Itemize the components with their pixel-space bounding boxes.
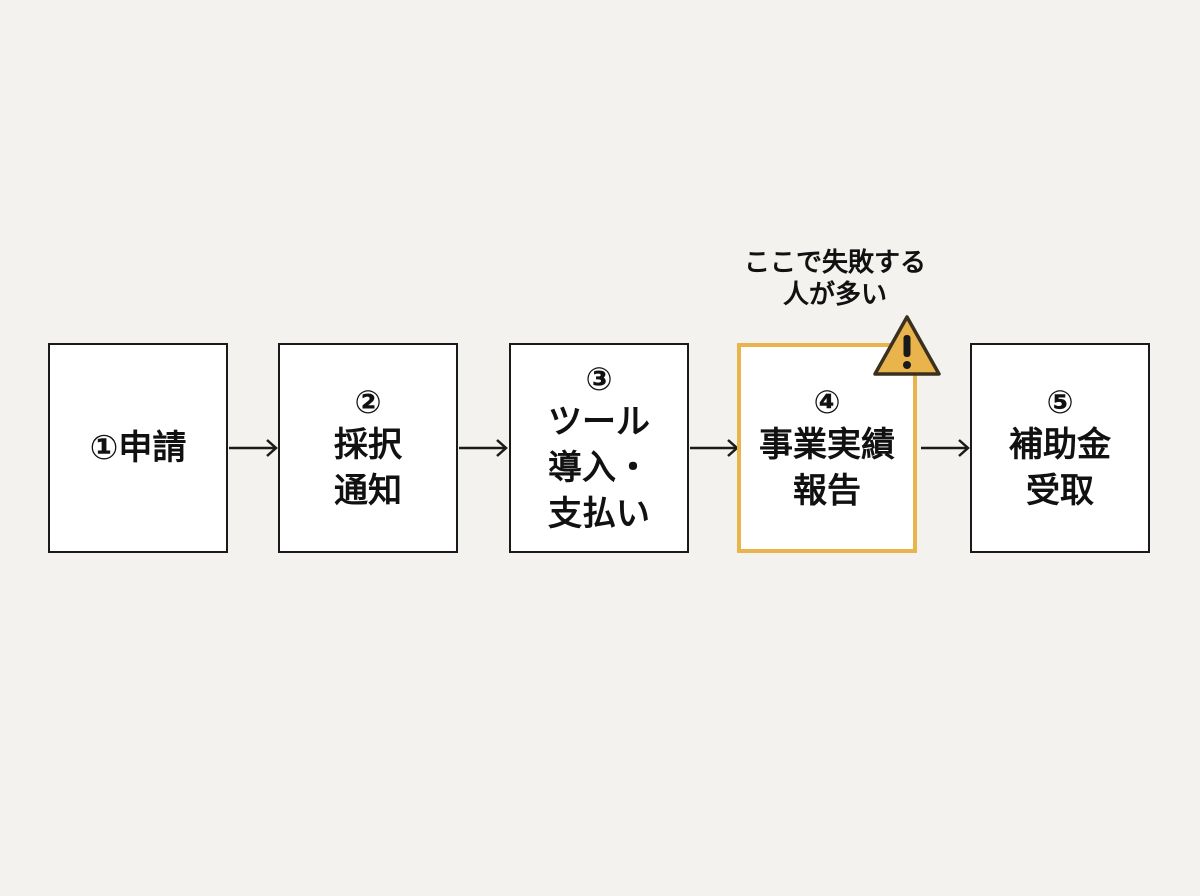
step-3-line-2: 導入・	[548, 448, 650, 488]
step-5-box: ⑤ 補助金 受取	[970, 343, 1150, 553]
arrow-4-5	[921, 439, 970, 457]
step-5-line-2: 受取	[1026, 471, 1094, 511]
step-3-line-1: ツール	[548, 402, 650, 442]
step-1-title: 申請	[118, 428, 187, 468]
arrow-3-4	[690, 439, 739, 457]
arrow-1-2	[229, 439, 278, 457]
step-2-box: ② 採択 通知	[278, 343, 458, 553]
step-3-box: ③ ツール 導入・ 支払い	[509, 343, 689, 553]
step-1-box: ①申請	[48, 343, 228, 553]
step-4-line-1: 事業実績	[759, 425, 895, 465]
warning-triangle-icon	[873, 315, 941, 376]
step-2-number: ②	[354, 383, 382, 421]
step-5-number: ⑤	[1046, 383, 1074, 421]
warning-note: ここで失敗する 人が多い	[700, 247, 970, 311]
step-4-line-2: 報告	[793, 471, 861, 511]
step-1-label: ①申請	[90, 425, 187, 471]
step-3-line-3: 支払い	[548, 494, 650, 534]
warning-note-line-2: 人が多い	[782, 280, 887, 310]
step-1-number: ①	[89, 428, 119, 468]
warning-note-line-1: ここで失敗する	[743, 248, 926, 278]
step-2-line-1: 採択	[334, 425, 402, 465]
arrow-2-3	[459, 439, 508, 457]
step-4-number: ④	[813, 383, 841, 421]
step-3-number: ③	[585, 360, 613, 398]
step-4-box: ④ 事業実績 報告	[737, 343, 917, 553]
step-5-line-1: 補助金	[1009, 425, 1111, 465]
step-2-line-2: 通知	[334, 471, 402, 511]
